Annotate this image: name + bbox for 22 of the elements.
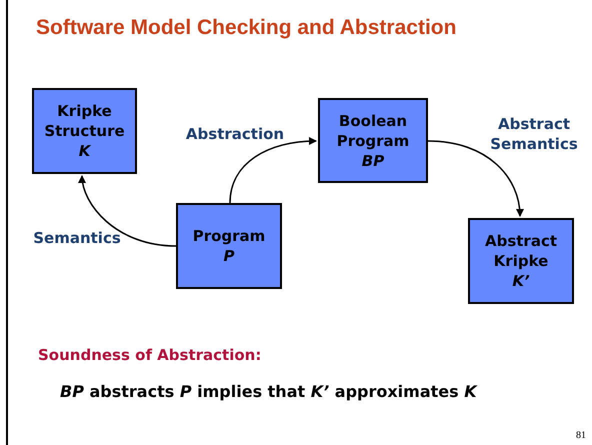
page-number: 81 [576, 430, 586, 442]
box-title: Abstract Kripke [484, 231, 558, 271]
box-symbol: K [78, 141, 90, 161]
process-box [468, 218, 574, 304]
edge-label: Abstract Semantics [489, 114, 579, 154]
statement-text: BP abstracts P implies that K’ approximates K [60, 381, 477, 403]
arrow [78, 175, 176, 247]
process-box [318, 98, 428, 183]
arrow [229, 137, 317, 204]
box-title: Program [192, 226, 266, 246]
section-heading: Soundness of Abstraction: [38, 345, 262, 366]
box-symbol: P [224, 246, 234, 266]
box-symbol: K’ [512, 271, 530, 291]
box-symbol: BP [362, 150, 384, 170]
box-title: Kripke Structure [43, 101, 126, 141]
edge-label: Abstraction [184, 124, 286, 144]
process-box [176, 203, 282, 289]
edge-label: Semantics [32, 228, 122, 248]
box-title: Boolean Program [336, 110, 410, 150]
slide-title: Software Model Checking and Abstraction [36, 15, 456, 41]
arrow [428, 140, 524, 217]
process-box [32, 88, 137, 174]
